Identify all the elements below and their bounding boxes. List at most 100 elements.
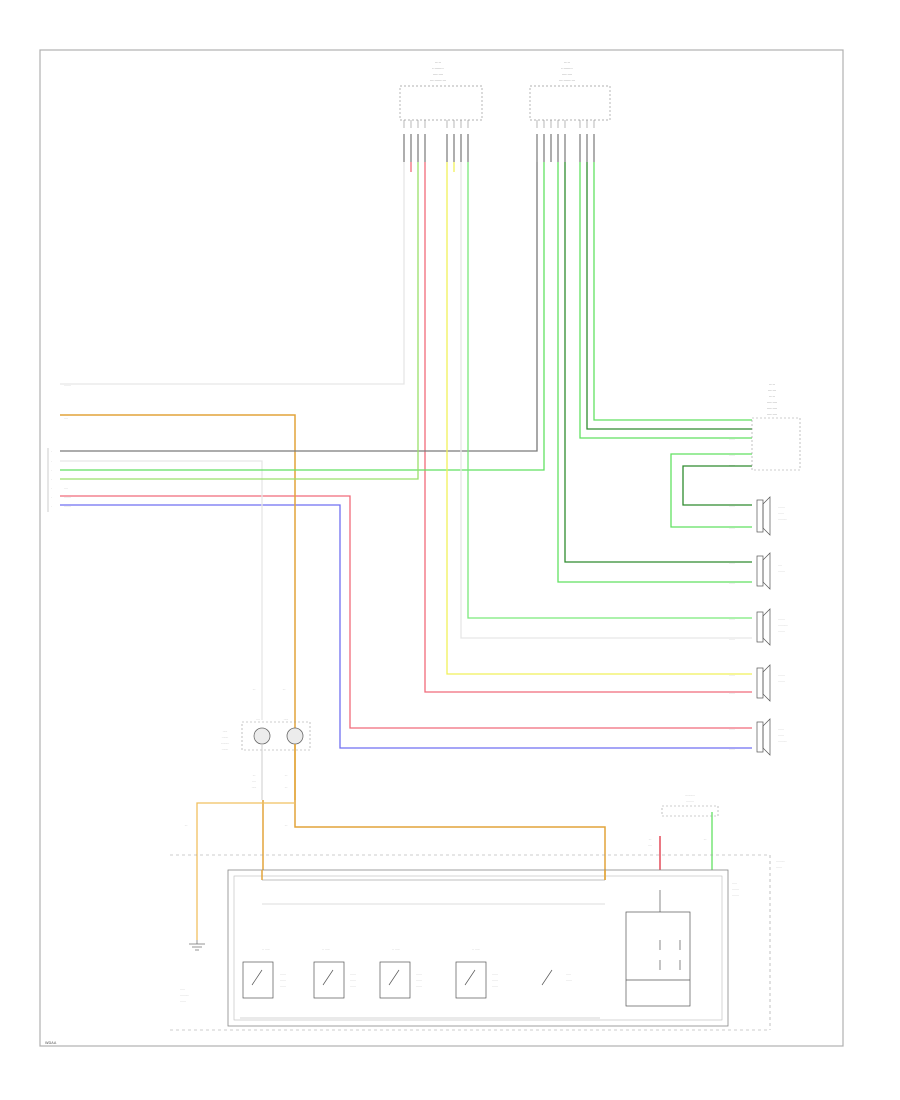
svg-text:·······: ······· — [778, 569, 785, 573]
right-wire-labels: ······ ······ ······ ······ ······ ·····… — [729, 427, 735, 751]
svg-text:······: ······ — [492, 978, 498, 982]
svg-text:·: · — [51, 495, 52, 499]
svg-text:······: ······ — [350, 984, 356, 988]
svg-text:·········: ········· — [767, 407, 777, 411]
svg-text:····: ···· — [64, 416, 68, 420]
svg-text:······: ······ — [416, 978, 422, 982]
svg-text:···········: ··········· — [685, 793, 696, 797]
svg-text:····: ···· — [778, 563, 782, 567]
svg-text:······: ······ — [729, 463, 735, 467]
right-front-speaker-connector: ····· ·········· ········· ·············… — [399, 61, 483, 128]
wire-blue-1 — [60, 504, 752, 749]
svg-text:·······: ······· — [732, 893, 739, 897]
svg-text:······: ······ — [416, 972, 422, 976]
svg-text:·······: ······· — [778, 629, 785, 633]
svg-text:·····: ····· — [223, 729, 228, 733]
svg-text:·······: ······· — [64, 504, 71, 508]
svg-text:··········: ·········· — [561, 67, 572, 71]
diagram-frame — [39, 49, 844, 1047]
svg-text:······: ······ — [729, 747, 735, 751]
svg-text:······: ······ — [180, 999, 186, 1003]
svg-text:·······: ······· — [778, 673, 785, 677]
wire-dkgreen-2 — [586, 162, 752, 430]
svg-text:·····: ····· — [564, 61, 570, 65]
svg-text:······: ······ — [729, 673, 735, 677]
wire-dkgreen-3 — [682, 465, 752, 506]
svg-text:···: ··· — [253, 773, 256, 777]
svg-text:·········: ········· — [767, 401, 777, 405]
svg-text:·····: ····· — [284, 717, 289, 721]
top-pin-labels — [403, 134, 595, 162]
svg-text:······: ······ — [492, 984, 498, 988]
svg-text:·····: ····· — [769, 395, 775, 399]
wire-green-4 — [557, 162, 752, 583]
svg-text:······: ······ — [492, 972, 498, 976]
svg-text:···: ··· — [283, 687, 286, 691]
svg-text:······: ······ — [729, 637, 735, 641]
svg-text:······: ······ — [350, 978, 356, 982]
speaker-name-labels: ······················ ··········· ·····… — [778, 505, 788, 743]
svg-text:···: ··· — [185, 823, 188, 827]
svg-text:······: ······ — [729, 427, 735, 431]
wire-gray-1 — [60, 162, 538, 452]
wire-dkgreen-1 — [564, 162, 752, 563]
svg-text:······: ······ — [350, 972, 356, 976]
svg-text:······: ······ — [416, 984, 422, 988]
svg-text:··············: ·············· — [559, 79, 575, 83]
svg-text:·········: ········· — [433, 73, 443, 77]
wire-white-2 — [60, 460, 263, 720]
svg-text:······: ······ — [778, 733, 784, 737]
svg-text:·······: ······· — [778, 617, 785, 621]
svg-text:······: ······ — [776, 865, 782, 869]
svg-text:·: · — [51, 504, 52, 508]
svg-text:·: · — [51, 459, 52, 463]
svg-text:·········: ········· — [767, 413, 777, 417]
wire-red-3 — [60, 495, 752, 729]
svg-text:···: ··· — [285, 773, 288, 777]
wire-green-3 — [467, 162, 752, 619]
svg-text:·········: ········· — [180, 993, 189, 997]
wire-green-7 — [670, 453, 752, 528]
svg-text:·: · — [51, 477, 52, 481]
svg-text:·· ·····: ·· ····· — [262, 947, 270, 951]
left-wire-labels: ······· ···· ········· ···· ······· ····… — [51, 383, 73, 508]
svg-text:······: ······ — [280, 984, 286, 988]
svg-text:·· ·····: ·· ····· — [472, 947, 480, 951]
svg-text:······: ······ — [778, 511, 784, 515]
wire-orange-1 — [60, 414, 606, 880]
wire-green-6 — [593, 162, 752, 421]
svg-text:······: ······ — [729, 504, 735, 508]
svg-text:······: ······ — [729, 526, 735, 530]
svg-text:····: ···· — [64, 486, 68, 490]
svg-text:··········: ·········· — [432, 67, 443, 71]
svg-text:···: ··· — [285, 823, 288, 827]
wire-white-3 — [460, 162, 752, 639]
audio-switch-assembly: ······ ········· ············ ··········… — [185, 687, 311, 827]
svg-text:·········: ········· — [778, 739, 787, 743]
svg-text:·: · — [51, 449, 52, 453]
svg-text:····: ···· — [252, 779, 256, 783]
svg-text:······: ······ — [280, 972, 286, 976]
svg-text:·······: ······· — [64, 495, 71, 499]
ground-symbol — [189, 940, 205, 951]
wire-green-5 — [579, 162, 752, 439]
svg-text:·: · — [51, 486, 52, 490]
wire-orange-3 — [196, 802, 295, 940]
svg-text:······: ······ — [729, 561, 735, 565]
svg-text:·· ·····: ·· ····· — [322, 947, 330, 951]
svg-text:·······: ······· — [732, 887, 739, 891]
speaker-icons — [756, 496, 771, 756]
svg-text:·····: ····· — [252, 785, 257, 789]
corner-code: WDAA — [45, 1041, 57, 1045]
svg-text:··············: ·············· — [430, 79, 446, 83]
amplifier-relay-connector: ··················· ······· ··· — [648, 793, 719, 847]
svg-text:·····: ····· — [732, 881, 737, 885]
svg-text:·········: ········· — [776, 859, 785, 863]
svg-text:······: ······ — [729, 691, 735, 695]
svg-text:···: ··· — [285, 785, 288, 789]
svg-text:·········: ········· — [221, 741, 230, 745]
svg-text:···: ··· — [649, 837, 652, 841]
svg-text:·······: ······· — [64, 383, 71, 387]
svg-text:·····: ····· — [769, 383, 775, 387]
svg-text:······: ······ — [778, 727, 784, 731]
